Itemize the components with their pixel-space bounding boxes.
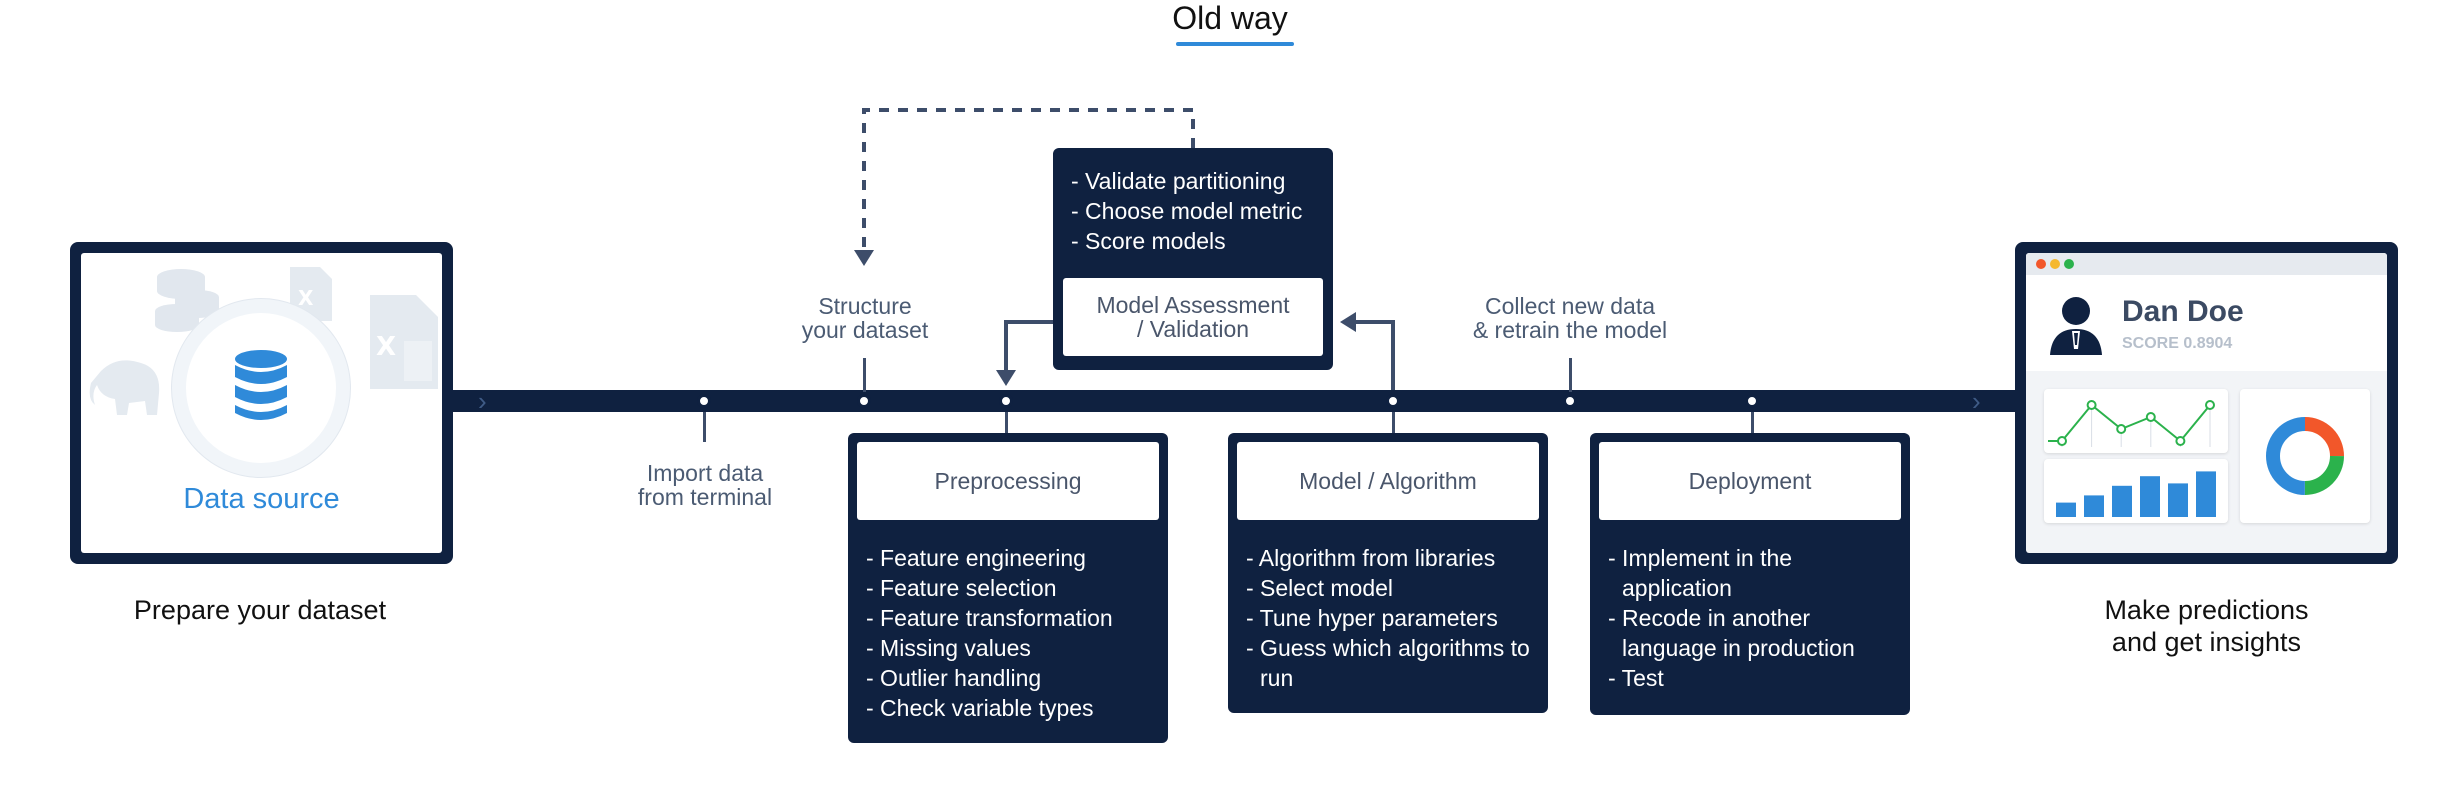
list-item: - Check variable types xyxy=(866,695,1094,721)
line-chart-point xyxy=(2086,400,2097,410)
list-item: - Feature selection xyxy=(866,575,1057,601)
algorithm-list: - Algorithm from libraries - Select mode… xyxy=(1246,543,1542,693)
list-item: - Choose model metric xyxy=(1071,198,1303,224)
assessment-to-preprocessing-connector xyxy=(1004,320,1053,374)
bar-chart-bar xyxy=(2112,485,2132,517)
assessment-title: Model Assessment / Validation xyxy=(1063,278,1323,356)
structure-dataset-label: Structure your dataset xyxy=(801,293,929,343)
donut-slice-blue xyxy=(2266,417,2344,495)
list-item: - Tune hyper parameters xyxy=(1246,605,1498,631)
data-source-circle xyxy=(186,313,336,463)
bar-chart xyxy=(2056,471,2216,517)
assessment-list: - Validate partitioning - Choose model m… xyxy=(1071,166,1327,256)
line-chart-point xyxy=(2205,400,2215,410)
assessment-to-preprocessing-arrowhead xyxy=(996,370,1016,386)
line-chart-point xyxy=(2145,412,2156,422)
preprocessing-title: Preprocessing xyxy=(857,442,1159,520)
chevron-right-icon: › xyxy=(478,386,487,416)
chevron-right-icon: › xyxy=(1972,386,1981,416)
list-item: - Implement in the application xyxy=(1608,545,1793,601)
line-chart-series xyxy=(2061,403,2211,443)
deployment-box: Deployment - Implement in the applicatio… xyxy=(1590,433,1910,715)
dashboard-panel: Dan Doe SCORE 0.8904 xyxy=(2015,242,2398,564)
algorithm-to-assessment-arrowhead xyxy=(1340,312,1356,332)
line-chart-point xyxy=(2116,424,2127,434)
data-source-panel-inner: X X Data source xyxy=(81,253,442,553)
preprocessing-box: Preprocessing - Feature engineering - Fe… xyxy=(848,433,1168,743)
list-item: - Score models xyxy=(1071,228,1226,254)
line-chart-point xyxy=(2057,436,2067,446)
list-item: - Guess which algorithms to run xyxy=(1246,635,1530,691)
assessment-box: - Validate partitioning - Choose model m… xyxy=(1053,148,1333,370)
donut-slice-green xyxy=(2266,417,2344,495)
window-dot-red xyxy=(2036,259,2046,269)
window-dot-green xyxy=(2064,259,2074,269)
data-source-panel: X X Data source xyxy=(70,242,453,564)
xls-file-icon: X xyxy=(290,267,332,321)
dashboard-window: Dan Doe SCORE 0.8904 xyxy=(2026,253,2387,553)
donut-chart xyxy=(2266,417,2344,495)
list-item: - Test xyxy=(1608,665,1664,691)
user-avatar-icon xyxy=(2050,297,2102,355)
bar-chart-bar xyxy=(2056,502,2076,517)
svg-text:X: X xyxy=(298,286,314,310)
collect-tick xyxy=(1569,358,1572,392)
timeline-node xyxy=(999,394,1013,408)
bar-chart-bar xyxy=(2168,483,2188,517)
preprocessing-list: - Feature engineering - Feature selectio… xyxy=(866,543,1162,723)
line-chart-point xyxy=(2175,436,2186,446)
list-item: - Recode in another language in producti… xyxy=(1608,605,1855,661)
import-data-label: Import data from terminal xyxy=(637,460,773,510)
list-item: - Validate partitioning xyxy=(1071,168,1286,194)
data-source-label: Data source xyxy=(183,483,340,515)
structure-tick xyxy=(863,358,866,392)
title-underline xyxy=(1176,42,1294,46)
import-tick xyxy=(703,412,706,442)
list-item: - Feature engineering xyxy=(866,545,1086,571)
algorithm-tick xyxy=(1392,412,1395,436)
csv-file-icon: X xyxy=(370,295,438,389)
deployment-title: Deployment xyxy=(1599,442,1901,520)
timeline-node xyxy=(1563,394,1577,408)
donut-chart-card xyxy=(2240,389,2370,523)
svg-text:X: X xyxy=(376,332,396,362)
list-item: - Outlier handling xyxy=(866,665,1042,691)
bar-chart-bar xyxy=(2084,495,2104,517)
timeline-node xyxy=(1386,394,1400,408)
timeline-bar xyxy=(440,390,2040,412)
list-item: - Missing values xyxy=(866,635,1031,661)
prepare-dataset-caption: Prepare your dataset xyxy=(133,595,387,625)
list-item: - Feature transformation xyxy=(866,605,1113,631)
deployment-list: - Implement in the application - Recode … xyxy=(1608,543,1888,693)
list-item: - Select model xyxy=(1246,575,1394,601)
algorithm-to-assessment-connector xyxy=(1352,320,1395,394)
window-title-bar xyxy=(2026,253,2387,275)
user-name: Dan Doe xyxy=(2122,295,2244,328)
algorithm-box: Model / Algorithm - Algorithm from libra… xyxy=(1228,433,1548,713)
timeline-node xyxy=(697,394,711,408)
database-icon xyxy=(235,350,287,420)
database-stack-icon xyxy=(155,269,219,332)
elephant-icon xyxy=(89,360,160,415)
timeline-node xyxy=(857,394,871,408)
bar-chart-bar xyxy=(2140,476,2160,517)
line-chart xyxy=(2048,400,2215,447)
bar-chart-bar xyxy=(2196,471,2216,517)
timeline-node xyxy=(1745,394,1759,408)
deployment-tick xyxy=(1751,412,1754,436)
window-dot-yellow xyxy=(2050,259,2060,269)
user-score: SCORE 0.8904 xyxy=(2122,335,2233,352)
bar-chart-card xyxy=(2044,459,2228,523)
diagram-title: Old way xyxy=(1172,0,1288,36)
dashed-feedback-line xyxy=(862,108,1195,252)
preprocessing-tick xyxy=(1005,412,1008,436)
collect-retrain-label: Collect new data & retrain the model xyxy=(1472,293,1668,343)
line-chart-card xyxy=(2044,389,2228,453)
list-item: - Algorithm from libraries xyxy=(1246,545,1496,571)
algorithm-title: Model / Algorithm xyxy=(1237,442,1539,520)
predictions-caption: Make predictions and get insights xyxy=(2104,595,2309,657)
dashed-feedback-arrowhead xyxy=(854,250,874,266)
